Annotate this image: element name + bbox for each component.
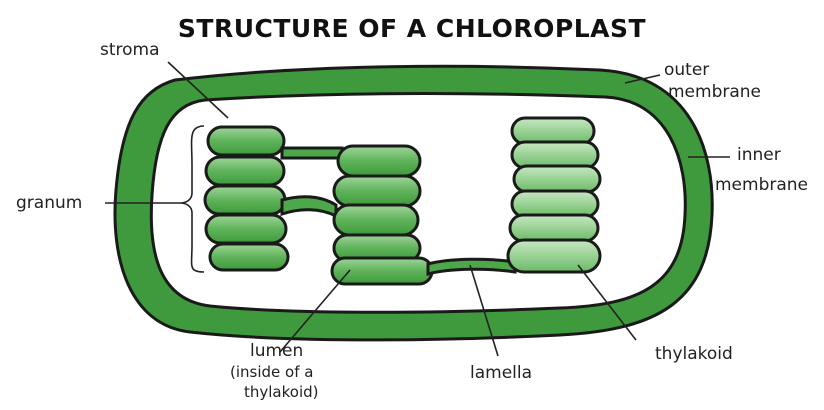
granum-right xyxy=(508,118,600,272)
thylakoid-disc xyxy=(512,191,598,217)
granum-left xyxy=(205,127,288,270)
label-lumen-line3: thylakoid) xyxy=(244,384,319,401)
thylakoid-disc xyxy=(206,215,286,243)
thylakoid-disc xyxy=(210,244,288,270)
thylakoid-disc xyxy=(512,142,598,168)
thylakoid-disc xyxy=(512,118,594,144)
label-outer-membrane-line2: membrane xyxy=(668,84,761,101)
thylakoid-disc xyxy=(206,157,284,185)
thylakoid-disc xyxy=(208,127,284,155)
thylakoid-disc xyxy=(508,240,600,272)
granum-middle xyxy=(332,146,432,284)
label-inner-membrane-line2: membrane xyxy=(715,177,808,194)
label-outer-membrane-line1: outer xyxy=(664,62,709,79)
thylakoid-disc xyxy=(334,176,420,206)
label-inner-membrane-line1: inner xyxy=(737,147,781,164)
label-lamella: lamella xyxy=(470,365,532,382)
thylakoid-disc xyxy=(338,146,420,176)
label-granum: granum xyxy=(16,195,82,212)
thylakoid-disc xyxy=(514,166,600,192)
label-lumen-line1: lumen xyxy=(250,343,303,360)
thylakoid-disc xyxy=(332,258,432,284)
label-lumen-line2: (inside of a xyxy=(230,364,313,381)
thylakoid-disc xyxy=(510,215,598,241)
thylakoid-disc xyxy=(205,186,285,214)
label-stroma: stroma xyxy=(100,42,160,59)
thylakoid-disc xyxy=(334,205,418,235)
label-thylakoid: thylakoid xyxy=(655,346,733,363)
